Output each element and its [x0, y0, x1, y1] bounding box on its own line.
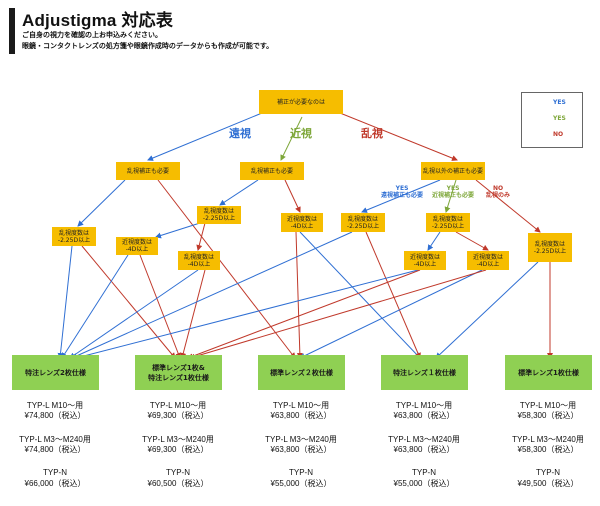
price-value: ¥74,800（税込） — [24, 445, 86, 454]
edge-astig-near — [444, 179, 457, 213]
price-value: ¥66,000（税込） — [24, 479, 86, 488]
price-type: TYP-L M10〜用 — [272, 401, 330, 410]
edge-astigsph1-no — [187, 269, 421, 360]
branch-label-astig: 乱視 — [361, 127, 383, 140]
price-value: ¥63,800（税込） — [393, 445, 455, 454]
edge-astigsph2-yes — [299, 269, 483, 359]
edge-near-yes — [219, 179, 259, 206]
edge-astigsph1-yes — [75, 269, 419, 360]
edge-near-no — [284, 179, 301, 213]
edge-astig-only — [475, 179, 541, 233]
edge-nearsph-yes — [299, 231, 421, 359]
price-type: TYP-L M10〜用 — [149, 401, 207, 410]
node-near-sph2: 乱視度数は -4D以上 — [178, 251, 220, 270]
edge-astigsph2-no — [189, 269, 487, 360]
result-custom-1: 特注レンズ１枚仕様 — [381, 355, 468, 390]
legend-label-blue: YES — [553, 99, 566, 106]
price-value: ¥58,300（税込） — [517, 411, 579, 420]
node-near-astig: 乱視補正も必要 — [240, 162, 304, 180]
tag-near-needed: YES 近視補正も必要 — [432, 185, 475, 199]
price-type: TYP-L M3〜M240用 — [142, 435, 214, 444]
price-type: TYP-L M3〜M240用 — [19, 435, 91, 444]
price-value: ¥58,300（税込） — [517, 445, 579, 454]
price-type: TYP-L M3〜M240用 — [388, 435, 460, 444]
branch-label-far: 遠視 — [229, 127, 251, 140]
price-type: TYP-N — [43, 468, 67, 477]
node-astig-near-sph2: 近視度数は -4D以上 — [467, 251, 509, 270]
edge-farcyl-yes — [57, 245, 73, 359]
price-type: TYP-L M10〜用 — [395, 401, 453, 410]
price-value: ¥69,300（税込） — [147, 445, 209, 454]
price-value: ¥49,500（税込） — [517, 479, 579, 488]
edge-root-near — [280, 116, 303, 161]
price-value: ¥55,000（税込） — [270, 479, 332, 488]
edge-nearsph2-yes — [69, 269, 199, 359]
result-standard-2: 標準レンズ２枚仕様 — [258, 355, 345, 390]
branch-label-near: 近視 — [290, 127, 312, 140]
edge-nearsph2-no — [180, 269, 206, 359]
edge-nearcyl-yes — [155, 222, 201, 239]
price-type: TYP-N — [289, 468, 313, 477]
price-type: TYP-L M10〜用 — [26, 401, 84, 410]
price-type: TYP-L M3〜M240用 — [265, 435, 337, 444]
result-standard1-custom1: 標準レンズ1枚& 特注レンズ1枚仕様 — [135, 355, 222, 390]
result-standard-1: 標準レンズ1枚仕様 — [505, 355, 592, 390]
edge-astignear-yes — [427, 231, 441, 251]
price-value: ¥63,800（税込） — [393, 411, 455, 420]
price-value: ¥74,800（税込） — [24, 411, 86, 420]
price-value: ¥63,800（税込） — [270, 445, 332, 454]
node-astig-other: 乱視以外の補正も必要 — [421, 162, 485, 180]
node-astig-near-sph1: 近視度数は -4D以上 — [404, 251, 446, 270]
edge-root-astig — [339, 112, 458, 161]
edge-nearcyl-no — [196, 222, 206, 251]
price-type: TYP-N — [166, 468, 190, 477]
price-type: TYP-L M10〜用 — [519, 401, 577, 410]
intro-line-1: ご自身の視力を確認の上お申込みください。 — [22, 31, 162, 39]
price-type: TYP-N — [412, 468, 436, 477]
intro-line-2: 眼鏡・コンタクトレンズの処方箋や眼鏡作成時のデータからも作成が可能です。 — [22, 42, 274, 50]
node-far-astig: 乱視補正も必要 — [116, 162, 180, 180]
price-column-5: TYP-L M10〜用 ¥58,300（税込） TYP-L M3〜M240用 ¥… — [503, 400, 593, 489]
price-type: TYP-N — [536, 468, 560, 477]
node-far-near: 近視度数は -4D以上 — [116, 237, 158, 255]
edge-nearsph-no — [295, 231, 303, 359]
edge-astigfar-no — [365, 231, 421, 359]
price-column-1: TYP-L M10〜用 ¥74,800（税込） TYP-L M3〜M240用 ¥… — [10, 400, 100, 489]
legend — [521, 92, 583, 148]
edge-astig-far — [361, 179, 441, 213]
legend-label-red: NO — [553, 131, 564, 138]
edge-root-far — [147, 112, 263, 161]
page-title: Adjustigma 対応表 — [22, 11, 174, 30]
node-astig-only-cyl: 乱視度数は -2.25D以上 — [528, 233, 572, 262]
edge-astigonly-yes — [435, 261, 539, 359]
price-column-3: TYP-L M10〜用 ¥63,800（税込） TYP-L M3〜M240用 ¥… — [256, 400, 346, 489]
price-column-4: TYP-L M10〜用 ¥63,800（税込） TYP-L M3〜M240用 ¥… — [379, 400, 469, 489]
price-value: ¥60,500（税込） — [147, 479, 209, 488]
edge-farnear-yes — [61, 254, 129, 359]
legend-label-green: YES — [553, 115, 566, 122]
price-column-2: TYP-L M10〜用 ¥69,300（税込） TYP-L M3〜M240用 ¥… — [133, 400, 223, 489]
node-far-cyl: 乱視度数は -2.25D以上 — [52, 227, 96, 246]
node-root: 補正が必要なのは — [259, 90, 343, 114]
price-value: ¥55,000（税込） — [393, 479, 455, 488]
title-accent-bar — [9, 8, 15, 54]
edge-far-yes — [77, 179, 126, 227]
price-value: ¥69,300（税込） — [147, 411, 209, 420]
price-type: TYP-L M3〜M240用 — [512, 435, 584, 444]
node-near-sph: 近視度数は -4D以上 — [281, 213, 323, 232]
edge-farnear-no — [139, 254, 181, 359]
tag-astig-only: NO 乱視のみ — [486, 185, 511, 199]
edge-astignear-no — [455, 231, 489, 251]
tag-far-needed: YES 遠視補正も必要 — [381, 185, 424, 199]
edge-farcyl-no — [81, 245, 176, 359]
node-astig-near-cyl: 乱視度数は -2.25D以上 — [426, 213, 470, 232]
edge-far-no — [157, 179, 296, 359]
node-astig-far-cyl: 乱視度数は -2.25D以上 — [341, 213, 385, 232]
edge-astigfar-yes — [71, 231, 353, 359]
result-custom-2: 特注レンズ2枚仕様 — [12, 355, 99, 390]
price-value: ¥63,800（税込） — [270, 411, 332, 420]
node-near-cyl: 乱視度数は -2.25D以上 — [197, 206, 241, 224]
